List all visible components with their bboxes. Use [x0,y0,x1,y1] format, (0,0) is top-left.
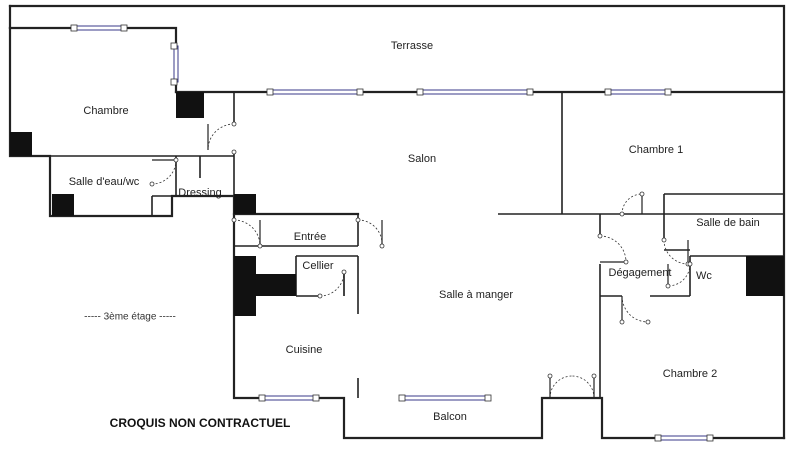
room-label-salle-bain: Salle de bain [696,217,760,229]
room-label-salon: Salon [407,153,437,165]
door-hinges [149,121,693,379]
room-label-salle-manger: Salle à manger [439,289,513,301]
door-leaves [152,124,689,398]
room-label-dressing: Dressing [178,187,222,199]
floor-note: ----- 3ème étage ----- [84,311,176,323]
room-label-chambre: Chambre [83,105,129,117]
room-label-degagement: Dégagement [608,267,672,279]
room-label-balcon: Balcon [433,411,467,423]
disclaimer: CROQUIS NON CONTRACTUEL [109,416,291,430]
room-label-chambre2: Chambre 2 [662,368,718,380]
windows [73,25,711,441]
door-swings [151,123,691,399]
room-label-chambre1: Chambre 1 [628,144,684,156]
interior-walls [50,92,784,398]
walls-thick [10,92,784,316]
room-label-cellier: Cellier [302,260,334,272]
room-label-salle-eau: Salle d'eau/wc [68,176,140,188]
window-joints [70,24,714,442]
room-label-terrasse: Terrasse [390,40,434,52]
room-label-cuisine: Cuisine [285,344,323,356]
room-label-entree: Entrée [293,231,327,243]
room-label-wc: Wc [696,270,712,282]
